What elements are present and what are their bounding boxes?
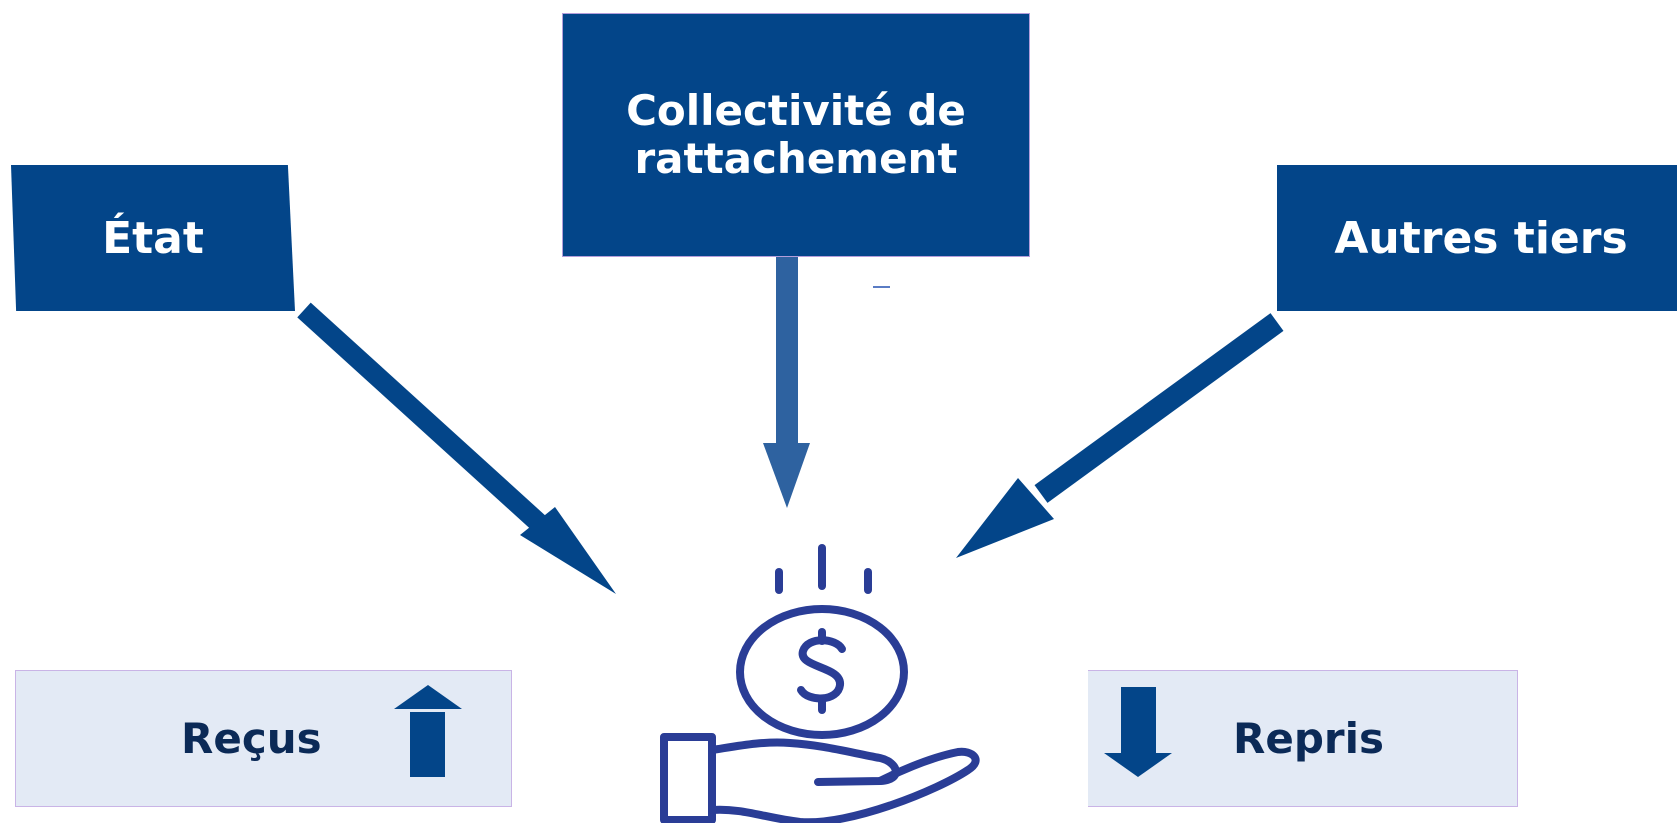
source-etat-label: État: [102, 212, 204, 264]
flow-repris-label: Repris: [1233, 714, 1384, 763]
arrow-down-icon: [1104, 687, 1172, 777]
arrow-collectivite-to-center: [763, 257, 810, 508]
flow-recus-label: Reçus: [181, 714, 322, 763]
source-autres-tiers-box: Autres tiers: [1277, 165, 1677, 311]
arrow-etat-to-center: [297, 302, 616, 594]
source-collectivite-label: Collectivité de rattachement: [626, 86, 966, 183]
arrow-up-icon: [394, 685, 462, 777]
arrow-autres-tiers-to-center: [956, 313, 1284, 558]
hand-holding-coin-dollar-icon: [660, 544, 980, 823]
source-etat-box: État: [11, 165, 295, 311]
flow-repris-box: Repris: [1088, 670, 1518, 807]
source-autres-tiers-label: Autres tiers: [1334, 212, 1628, 264]
source-collectivite-box: Collectivité de rattachement: [562, 13, 1030, 257]
